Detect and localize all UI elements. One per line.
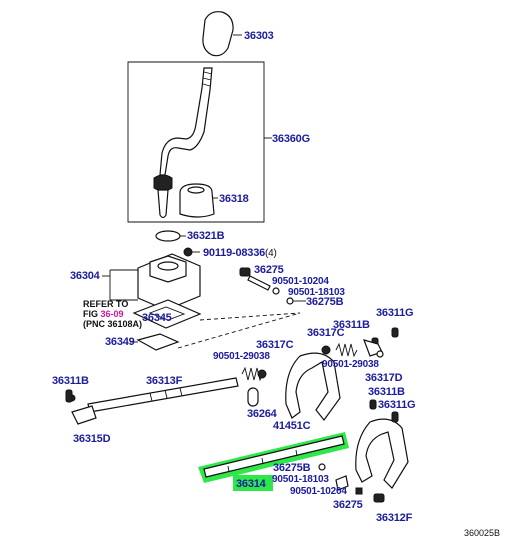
label-36311G-top: 36311G <box>376 307 414 319</box>
label-90501-29038-b: 90501-29038 <box>322 359 379 370</box>
label-36317C-b: 36317C <box>256 339 294 351</box>
lever-boot <box>179 183 215 218</box>
bracket-36349 <box>136 333 180 351</box>
highlight-36314-label <box>233 475 273 491</box>
reference-link[interactable]: 36-09 <box>100 309 124 319</box>
label-90119-qty: (4) <box>265 248 277 259</box>
reference-note-line3: (PNC 36108A) <box>83 319 143 329</box>
label-36360G: 36360G <box>272 133 310 145</box>
bolt-90119 <box>183 247 193 257</box>
label-90501-10204-bottom: 90501-10204 <box>290 486 347 497</box>
shift-fork-36312F <box>355 418 409 489</box>
nut-36275-top <box>239 267 251 277</box>
label-36314: 36314 <box>236 478 266 490</box>
label-36275B-bottom: 36275B <box>273 462 311 474</box>
label-36275-bottom: 36275 <box>333 499 363 511</box>
label-36321B: 36321B <box>187 230 225 242</box>
nut-36275-bottom <box>373 493 385 503</box>
label-36345: 36345 <box>142 312 172 324</box>
label-36312F: 36312F <box>376 512 413 524</box>
label-36313F: 36313F <box>146 375 183 387</box>
label-36264: 36264 <box>247 408 277 420</box>
label-36317D: 36317D <box>365 372 403 384</box>
label-36317C-a: 36317C <box>307 327 345 339</box>
label-90501-18103-bottom: 90501-18103 <box>272 474 329 485</box>
shift-head-36315D <box>71 405 97 425</box>
label-41451C: 41451C <box>273 420 311 432</box>
label-36275B-top: 36275B <box>306 296 344 308</box>
reference-note-line1: REFER TO <box>83 299 129 309</box>
reference-note: REFER TO FIG 36-09 (PNC 36108A) <box>83 299 142 329</box>
reference-note-line2: FIG 36-09 <box>83 309 124 319</box>
spring-upper <box>335 342 358 358</box>
label-36349: 36349 <box>105 336 135 348</box>
shift-rail-36314 <box>203 435 345 478</box>
label-36275-top: 36275 <box>254 264 284 276</box>
label-36311G-right: 36311G <box>378 399 416 411</box>
housing-gasket <box>132 299 202 329</box>
label-36311B-right: 36311B <box>368 386 405 398</box>
label-36304: 36304 <box>70 270 100 282</box>
label-36315D: 36315D <box>73 433 111 445</box>
label-90501-29038-a: 90501-29038 <box>213 351 270 362</box>
shift-fork-41451C <box>285 352 341 421</box>
label-90501-18103-top: 90501-18103 <box>288 287 345 298</box>
label-90119-08336: 90119-08336(4) <box>203 247 277 259</box>
interlock-pin <box>247 387 259 407</box>
label-36311B-top: 36311B <box>333 319 370 331</box>
label-90501-10204-top: 90501-10204 <box>272 276 329 287</box>
diagram-code: 360025B <box>464 528 501 538</box>
label-36318: 36318 <box>219 193 249 205</box>
label-36311B-left: 36311B <box>52 375 89 387</box>
shift-knob <box>202 11 234 57</box>
snap-ring <box>155 230 181 242</box>
label-36303: 36303 <box>244 30 274 42</box>
